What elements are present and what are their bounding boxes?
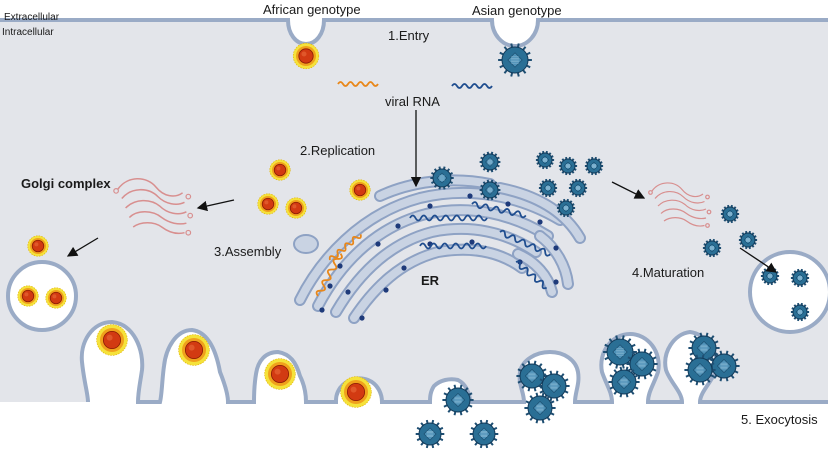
ribosome (469, 239, 474, 244)
ribosome (375, 241, 380, 246)
er-vesicle (294, 235, 318, 253)
african-virion-icon (28, 236, 48, 256)
african-virion-icon (179, 335, 210, 366)
asian-genotype-label: Asian genotype (472, 3, 562, 18)
ribosome (427, 203, 432, 208)
ribosome (359, 315, 364, 320)
transport-vesicle (750, 252, 828, 332)
entry-step-label: 1.Entry (388, 28, 429, 43)
african-virion-icon (97, 325, 128, 356)
african-virion-icon (270, 160, 290, 180)
ribosome (395, 223, 400, 228)
golgi-complex-label: Golgi complex (21, 176, 111, 191)
ribosome (553, 279, 558, 284)
african-virion-icon (258, 194, 278, 214)
viral-rna-label: viral RNA (385, 94, 440, 109)
african-virion-icon (18, 286, 38, 306)
ribosome (337, 263, 342, 268)
er-label: ER (421, 273, 439, 288)
ribosome (505, 201, 510, 206)
ribosome (467, 193, 472, 198)
african-virion-icon (46, 288, 66, 308)
assembly-step-label: 3.Assembly (214, 244, 281, 259)
extracellular-space-bottom (0, 404, 828, 461)
ribosome (553, 245, 558, 250)
african-virion-icon (293, 43, 319, 69)
intracellular-label: Intracellular (2, 27, 54, 38)
replication-step-label: 2.Replication (300, 143, 375, 158)
maturation-step-label: 4.Maturation (632, 265, 704, 280)
ribosome (537, 219, 542, 224)
exocytosis-step-label: 5. Exocytosis (741, 412, 818, 427)
ribosome (319, 307, 324, 312)
african-virion-icon (265, 359, 296, 390)
african-virion-icon (350, 180, 370, 200)
ribosome (383, 287, 388, 292)
ribosome (401, 265, 406, 270)
african-virion-icon (286, 198, 306, 218)
ribosome (345, 289, 350, 294)
ribosome (327, 283, 332, 288)
african-virion-icon (341, 377, 372, 408)
african-genotype-label: African genotype (263, 2, 361, 17)
extracellular-label: Extracellular (4, 12, 59, 23)
